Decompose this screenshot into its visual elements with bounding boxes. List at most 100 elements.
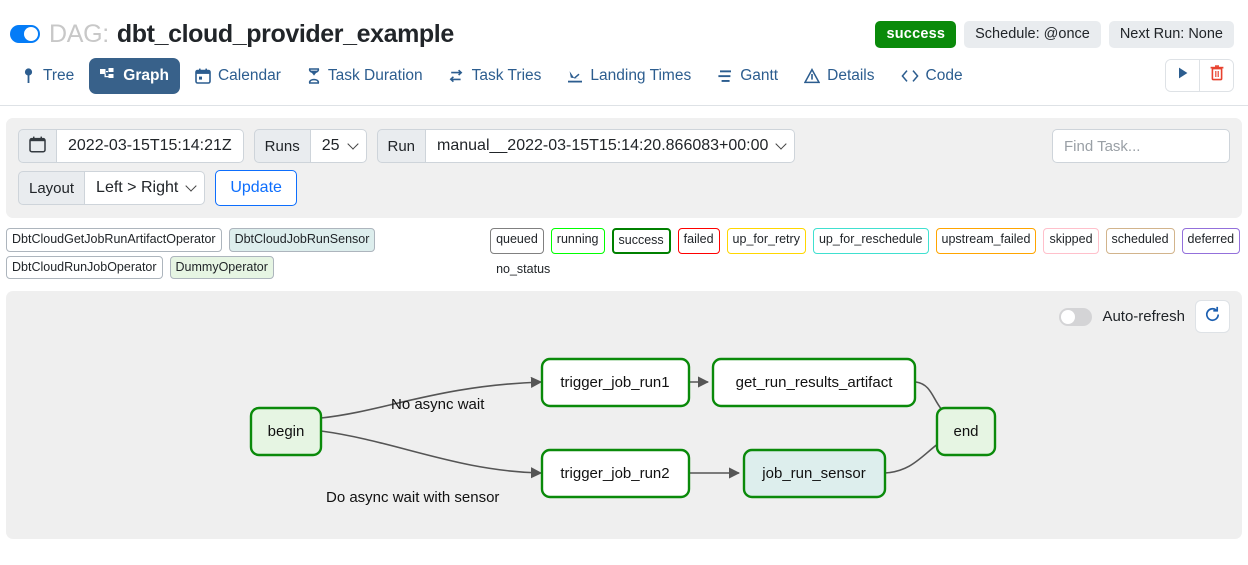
legend: DbtCloudGetJobRunArtifactOperator DbtClo… <box>0 218 1248 285</box>
view-tabs: Tree Graph Calendar Task Duration Task T… <box>0 46 1248 106</box>
code-icon <box>900 69 919 83</box>
runs-select[interactable]: 25 <box>310 129 367 163</box>
edge-begin-trigger_job_run1 <box>320 376 543 419</box>
graph-node-label: begin <box>268 423 305 440</box>
legend-state-upstream-failed[interactable]: upstream_failed <box>935 228 1037 254</box>
runs-group: Runs 25 <box>253 129 367 163</box>
find-task-input[interactable]: Find Task... <box>1052 129 1230 163</box>
tab-code[interactable]: Code <box>890 58 974 94</box>
tab-graph-label: Graph <box>123 66 169 84</box>
find-task-placeholder: Find Task... <box>1064 137 1141 155</box>
graph-filter-toolbar: 2022-03-15T15:14:21Z Runs 25 Run manual_… <box>6 118 1242 218</box>
tab-task-tries-label: Task Tries <box>471 66 542 84</box>
layout-label: Layout <box>18 171 86 205</box>
layout-select[interactable]: Left > Right <box>85 171 206 205</box>
trash-icon <box>1210 65 1224 86</box>
graph-node-trigger_job_run2[interactable]: trigger_job_run2 <box>540 448 691 499</box>
graph-node-begin[interactable]: begin <box>249 406 323 457</box>
operator-legend: DbtCloudGetJobRunArtifactOperator DbtClo… <box>6 228 490 279</box>
graph-node-trigger_job_run1[interactable]: trigger_job_run1 <box>540 357 691 408</box>
graph-node-label: trigger_job_run2 <box>560 465 669 482</box>
legend-operator-chip[interactable]: DbtCloudGetJobRunArtifactOperator <box>6 228 222 252</box>
tab-task-tries[interactable]: Task Tries <box>438 58 553 94</box>
run-select[interactable]: manual__2022-03-15T15:14:20.866083+00:00 <box>426 129 796 163</box>
triangle-info-icon <box>804 67 821 84</box>
graph-node-end[interactable]: end <box>935 406 997 457</box>
tab-details[interactable]: Details <box>793 58 885 94</box>
tab-landing-times-label: Landing Times <box>590 66 692 84</box>
runs-label: Runs <box>253 129 311 163</box>
calendar-picker-button[interactable] <box>18 129 57 163</box>
status-badge: success <box>875 20 957 48</box>
dag-graph-canvas[interactable]: No async wait Do async wait with sensor … <box>6 291 1242 539</box>
tab-graph[interactable]: Graph <box>89 57 180 94</box>
run-group: Run manual__2022-03-15T15:14:20.866083+0… <box>376 129 796 163</box>
tab-task-duration[interactable]: Task Duration <box>296 58 434 94</box>
gantt-icon <box>717 68 733 84</box>
legend-state-queued[interactable]: queued <box>490 228 544 254</box>
toolbar-row-secondary: Layout Left > Right Update <box>18 170 1230 206</box>
legend-state-failed[interactable]: failed <box>677 228 720 254</box>
graph-icon <box>100 67 116 84</box>
graph-node-label: job_run_sensor <box>761 465 865 482</box>
tab-tree-label: Tree <box>43 66 75 84</box>
refresh-button[interactable] <box>1195 300 1230 333</box>
graph-node-job_run_sensor[interactable]: job_run_sensor <box>742 448 887 499</box>
legend-operator-chip[interactable]: DbtCloudJobRunSensor <box>228 228 376 252</box>
calendar-icon <box>195 68 211 84</box>
tab-details-label: Details <box>827 66 875 84</box>
edge-label-do-async-wait: Do async wait with sensor <box>326 489 499 506</box>
legend-state-success[interactable]: success <box>611 228 671 254</box>
tab-calendar[interactable]: Calendar <box>184 58 292 94</box>
layout-group: Layout Left > Right <box>18 171 206 205</box>
dag-pause-toggle[interactable] <box>10 25 40 43</box>
state-legend: queued running success failed up_for_ret… <box>490 228 1242 281</box>
next-run-badge: Next Run: None <box>1108 20 1234 48</box>
tab-code-label: Code <box>925 66 963 84</box>
legend-operator-chip[interactable]: DummyOperator <box>169 255 274 279</box>
trigger-dag-button[interactable] <box>1166 60 1199 91</box>
tab-landing-times[interactable]: Landing Times <box>556 58 702 94</box>
toggle-knob <box>1061 309 1076 324</box>
graph-node-label: end <box>953 423 978 440</box>
tree-icon <box>21 67 36 84</box>
graph-node-label: trigger_job_run1 <box>560 374 669 391</box>
tab-gantt-label: Gantt <box>740 66 779 84</box>
calendar-icon <box>29 136 46 157</box>
dag-action-buttons <box>1165 59 1234 92</box>
graph-node-get_run_results_artifact[interactable]: get_run_results_artifact <box>711 357 917 408</box>
graph-node-label: get_run_results_artifact <box>736 374 894 391</box>
tab-calendar-label: Calendar <box>217 66 281 84</box>
legend-state-running[interactable]: running <box>550 228 605 254</box>
update-button[interactable]: Update <box>215 170 297 206</box>
delete-dag-button[interactable] <box>1199 60 1233 91</box>
dag-prefix-label: DAG: <box>49 19 109 48</box>
edge-begin-trigger_job_run2 <box>320 430 543 479</box>
dag-header: DAG: dbt_cloud_provider_example success … <box>0 0 1248 48</box>
toolbar-row-primary: 2022-03-15T15:14:21Z Runs 25 Run manual_… <box>18 129 1230 163</box>
toggle-knob <box>24 27 38 41</box>
legend-state-skipped[interactable]: skipped <box>1043 228 1099 254</box>
retry-icon <box>449 68 465 84</box>
landing-icon <box>567 68 583 84</box>
tab-gantt[interactable]: Gantt <box>706 58 789 94</box>
play-icon <box>1176 66 1190 85</box>
tab-task-duration-label: Task Duration <box>327 66 423 84</box>
page-title: dbt_cloud_provider_example <box>116 19 454 48</box>
execution-date-input[interactable]: 2022-03-15T15:14:21Z <box>57 129 244 163</box>
execution-date-group: 2022-03-15T15:14:21Z <box>18 129 244 163</box>
legend-state-scheduled[interactable]: scheduled <box>1105 228 1175 254</box>
hourglass-icon <box>307 67 321 84</box>
legend-state-deferred[interactable]: deferred <box>1181 228 1241 254</box>
dag-graph-panel: Auto-refresh No async wait Do async wait… <box>6 291 1242 539</box>
auto-refresh-toggle[interactable] <box>1059 307 1093 326</box>
edge-label-no-async-wait: No async wait <box>391 396 485 413</box>
legend-operator-chip[interactable]: DbtCloudRunJobOperator <box>6 255 163 279</box>
legend-state-up-for-retry[interactable]: up_for_retry <box>726 228 806 254</box>
legend-state-up-for-reschedule[interactable]: up_for_reschedule <box>812 228 929 254</box>
run-label: Run <box>376 129 427 163</box>
tab-tree[interactable]: Tree <box>10 58 85 94</box>
legend-state-no-status[interactable]: no_status <box>496 261 551 276</box>
graph-controls: Auto-refresh <box>1059 300 1230 333</box>
schedule-badge[interactable]: Schedule: @once <box>964 20 1101 48</box>
